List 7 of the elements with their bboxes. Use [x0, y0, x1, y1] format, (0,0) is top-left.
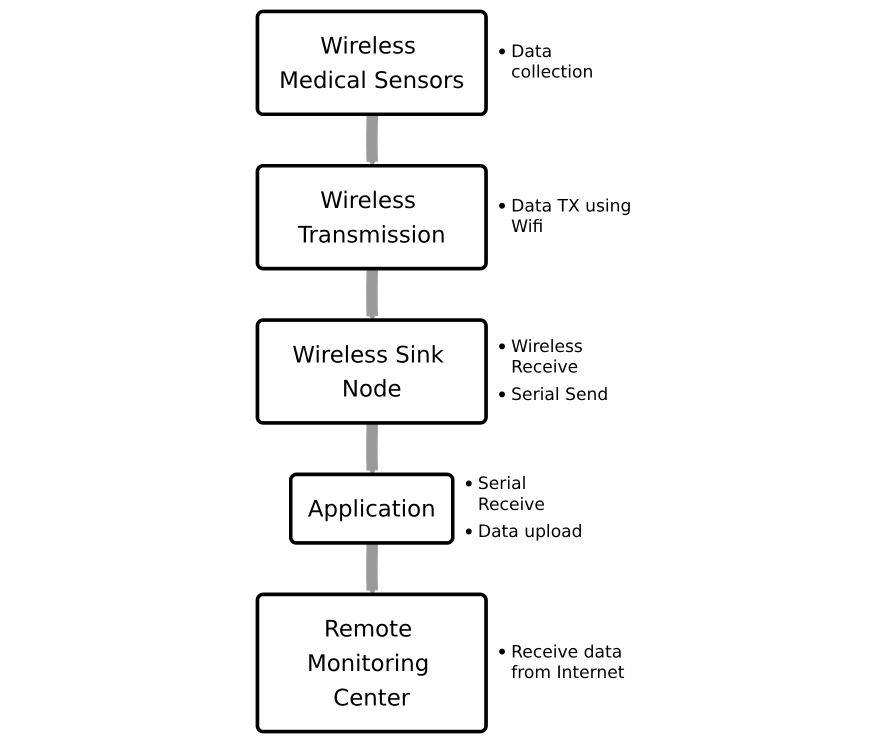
- bullet-note: Serial Send: [511, 385, 608, 406]
- bullet-note: Data upload: [478, 522, 583, 542]
- bullet-note: Data collection: [511, 42, 594, 83]
- bullet-note: Receive data from Internet: [511, 642, 624, 683]
- bullet-note: Data TX using Wifi: [511, 196, 632, 238]
- bullet-note: Wireless Receive: [511, 337, 583, 378]
- bullet-note: Serial Receive: [478, 474, 545, 515]
